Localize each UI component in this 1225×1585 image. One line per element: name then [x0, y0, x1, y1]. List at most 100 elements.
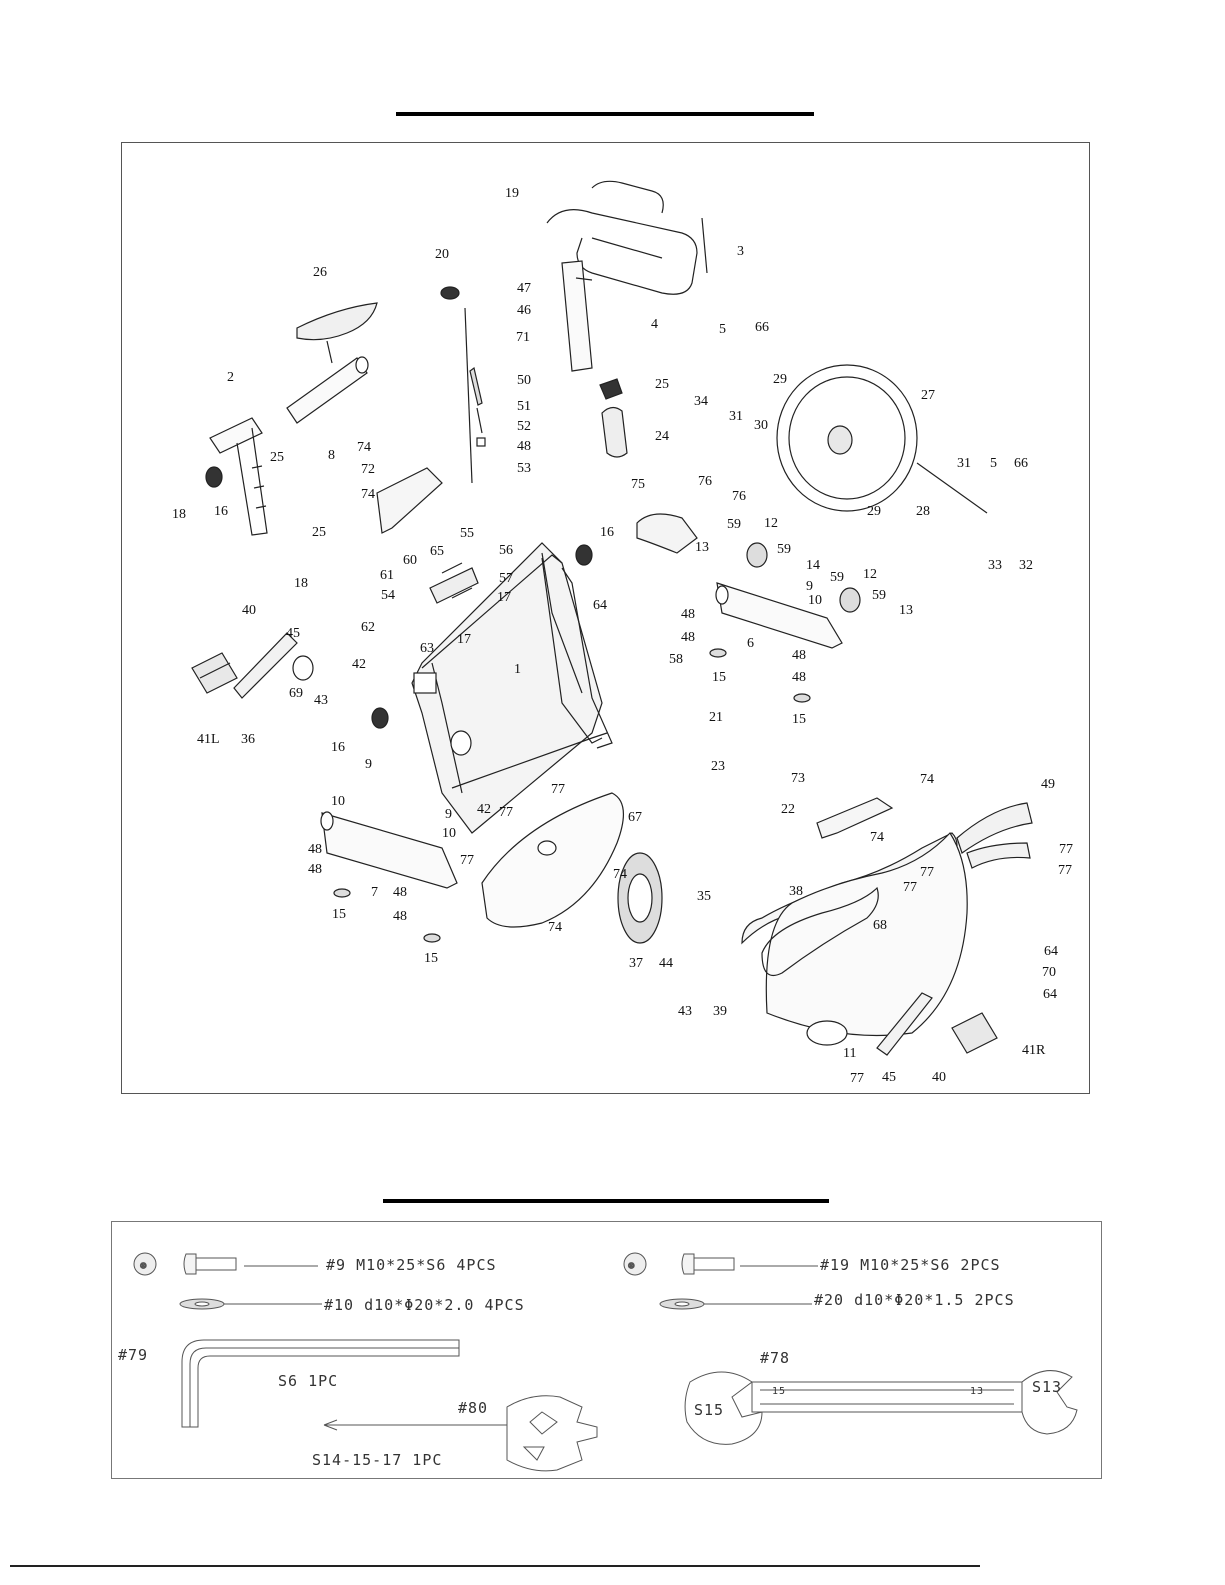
part-callout-p31a: 31: [729, 409, 743, 424]
part-callout-p55: 55: [460, 526, 474, 541]
part-callout-p15d: 15: [424, 951, 438, 966]
handlebar-bushing: [599, 378, 628, 458]
hw-wrench-mark-left: 15: [772, 1386, 786, 1397]
part-callout-p5b: 5: [990, 456, 997, 471]
part-callout-p20: 20: [435, 247, 449, 262]
seat-post: [209, 417, 268, 536]
part-callout-p63: 63: [420, 641, 434, 656]
part-callout-p7: 7: [371, 885, 378, 900]
bolt-9-icon: ⊗: [133, 1252, 318, 1276]
part-callout-p12b: 12: [863, 567, 877, 582]
part-callout-p57: 57: [499, 571, 513, 586]
part-callout-p74d: 74: [613, 867, 627, 882]
part-callout-p10a: 10: [808, 593, 822, 608]
part-callout-p5a: 5: [719, 322, 726, 337]
part-callout-p43b: 43: [678, 1004, 692, 1019]
part-callout-p21: 21: [709, 710, 723, 725]
part-callout-p9b: 9: [365, 757, 372, 772]
front-stabilizer: [320, 811, 458, 889]
part-callout-p39: 39: [713, 1004, 727, 1019]
part-callout-p30: 30: [754, 418, 768, 433]
adjustment-knobs: [205, 466, 593, 729]
hardware-pack-panel: ⊗ ⊗: [111, 1221, 1102, 1479]
part-callout-p77c: 77: [499, 805, 513, 820]
part-callout-p48i: 48: [393, 909, 407, 924]
brake-knob-assembly: [440, 286, 486, 484]
part-callout-p24: 24: [655, 429, 669, 444]
part-callout-p77a: 77: [1059, 842, 1073, 857]
transport-wheels: [746, 542, 861, 613]
multi-tool-80-icon: [323, 1395, 598, 1472]
part-callout-p37: 37: [629, 956, 643, 971]
part-callout-p40b: 40: [932, 1070, 946, 1085]
part-callout-p26: 26: [313, 265, 327, 280]
water-bottle-cage-left: [376, 467, 443, 534]
part-callout-p65: 65: [430, 544, 444, 559]
part-callout-p74f: 74: [548, 920, 562, 935]
hw-allen-key-tag: #79: [118, 1346, 148, 1364]
part-callout-p33: 33: [988, 558, 1002, 573]
exploded-view-title-bar: [396, 112, 814, 116]
part-callout-p9c: 9: [445, 807, 452, 822]
svg-text:⊗: ⊗: [140, 1259, 148, 1272]
water-bottle-cage-right: [816, 797, 894, 839]
belt-pulley: [617, 852, 663, 944]
svg-text:⊗: ⊗: [628, 1259, 636, 1272]
part-callout-p52: 52: [517, 419, 531, 434]
part-callout-p43a: 43: [314, 693, 328, 708]
part-callout-p48g: 48: [308, 862, 322, 877]
part-callout-p38: 38: [789, 884, 803, 899]
hw-allen-key-spec: S6 1PC: [278, 1372, 338, 1390]
part-callout-p56: 56: [499, 543, 513, 558]
part-callout-p66b: 66: [1014, 456, 1028, 471]
part-callout-p15a: 15: [712, 670, 726, 685]
part-callout-p49: 49: [1041, 777, 1055, 792]
part-callout-p59b: 59: [777, 542, 791, 557]
part-callout-p74b: 74: [361, 487, 375, 502]
saddle: [296, 302, 378, 364]
hardware-drawing: ⊗ ⊗: [118, 1252, 1078, 1472]
part-callout-p23: 23: [711, 759, 725, 774]
part-callout-p16b: 16: [600, 525, 614, 540]
hw-washer-20-spec: #20 d10*Φ20*1.5 2PCS: [814, 1291, 1015, 1309]
hw-wrench-left-size: S15: [694, 1401, 724, 1419]
part-callout-p72: 72: [361, 462, 375, 477]
part-callout-p19: 19: [505, 186, 519, 201]
part-callout-p68: 68: [873, 918, 887, 933]
front-shroud: [636, 513, 698, 554]
part-callout-p67: 67: [628, 810, 642, 825]
part-callout-p17a: 17: [497, 590, 511, 605]
part-callout-p77e: 77: [903, 880, 917, 895]
part-callout-p44: 44: [659, 956, 673, 971]
part-callout-p46: 46: [517, 303, 531, 318]
part-callout-p70: 70: [1042, 965, 1056, 980]
flywheel: [776, 364, 988, 514]
handlebar: [546, 180, 708, 295]
hw-wrench-tag: #78: [760, 1349, 790, 1367]
seat-slider: [286, 356, 369, 424]
part-callout-p60: 60: [403, 553, 417, 568]
part-callout-p17b: 17: [457, 632, 471, 647]
part-callout-p18a: 18: [172, 507, 186, 522]
front-cover: [956, 802, 1033, 869]
part-callout-p13b: 13: [899, 603, 913, 618]
part-callout-p28: 28: [916, 504, 930, 519]
part-callout-p64b: 64: [1044, 944, 1058, 959]
rear-stabilizer: [715, 582, 843, 649]
part-callout-p15c: 15: [332, 907, 346, 922]
part-callout-p4: 4: [651, 317, 658, 332]
left-pedal: [191, 652, 238, 694]
hw-wrench-right-size: S13: [1032, 1378, 1062, 1396]
part-callout-p53: 53: [517, 461, 531, 476]
part-callout-p61: 61: [380, 568, 394, 583]
part-callout-p48c: 48: [681, 630, 695, 645]
hw-multi-tool-tag: #80: [458, 1399, 488, 1417]
part-callout-p42b: 42: [477, 802, 491, 817]
part-callout-p59a: 59: [727, 517, 741, 532]
part-callout-p64a: 64: [593, 598, 607, 613]
part-callout-p77g: 77: [1058, 863, 1072, 878]
part-callout-p77h: 77: [850, 1071, 864, 1086]
part-callout-p77f: 77: [920, 865, 934, 880]
part-callout-p51: 51: [517, 399, 531, 414]
